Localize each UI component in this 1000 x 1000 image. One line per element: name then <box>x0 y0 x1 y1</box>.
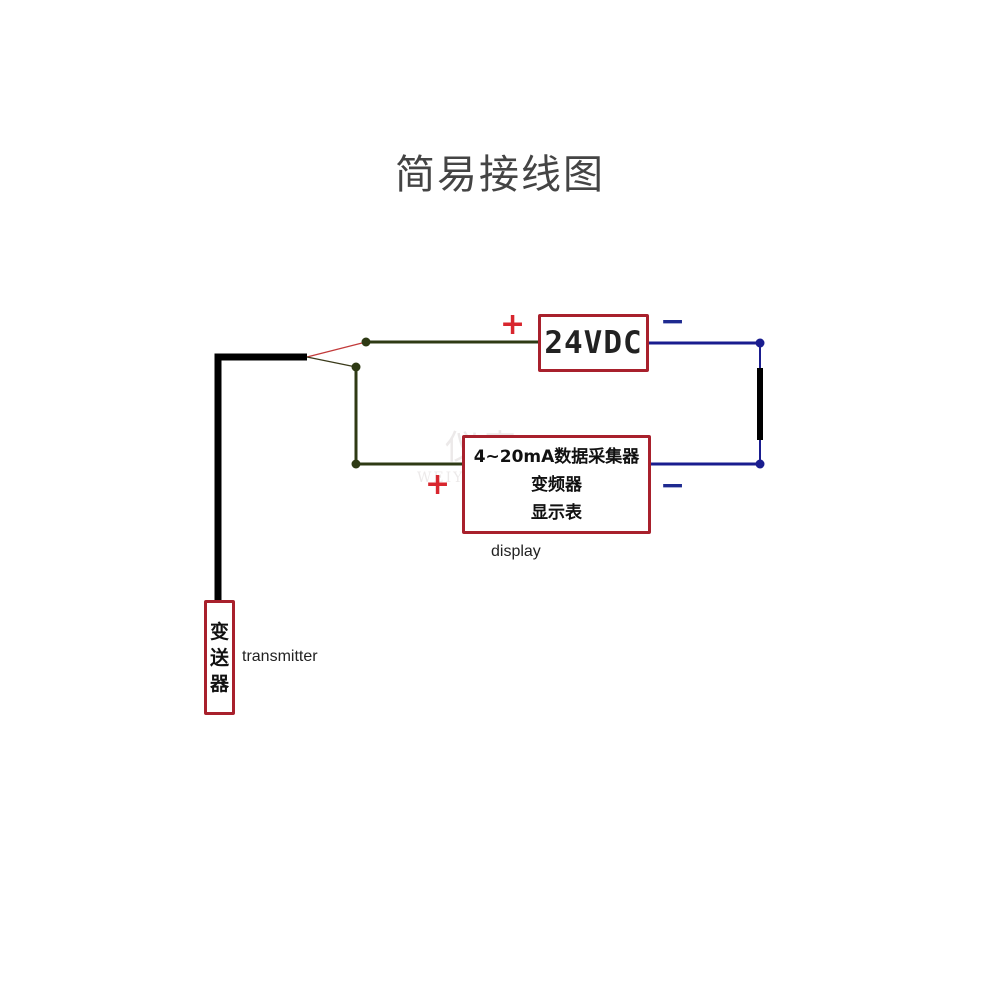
transmitter-cable <box>214 353 307 600</box>
junction-dot <box>351 362 361 372</box>
cable-split-red <box>306 341 367 358</box>
display-negative-sign: − <box>660 468 686 503</box>
transmitter-char: 送 <box>209 646 229 669</box>
diagram-title: 简易接线图 <box>395 152 605 198</box>
transmitter-char: 变 <box>209 620 229 643</box>
psu-negative-sign: − <box>660 304 686 339</box>
power-supply-label: 24VDC <box>544 325 643 361</box>
transmitter-box: 变 送 器 <box>204 600 235 715</box>
display-positive-sign: + <box>425 467 451 502</box>
wire-to-display-positive <box>354 367 462 466</box>
power-supply-box: 24VDC <box>538 314 649 372</box>
junction-dot <box>361 337 371 347</box>
junction-dot <box>755 338 765 348</box>
transmitter-caption: transmitter <box>242 648 318 665</box>
display-caption: display <box>491 543 541 560</box>
psu-positive-sign: + <box>500 307 526 342</box>
display-box: 4~20mA数据采集器 变频器 显示表 <box>462 435 651 534</box>
display-line-meter: 显示表 <box>531 502 582 523</box>
junction-dot <box>755 459 765 469</box>
junction-dot <box>351 459 361 469</box>
transmitter-char: 器 <box>209 672 229 695</box>
display-line-acquisition: 4~20mA数据采集器 <box>473 446 640 467</box>
cable-split-dark <box>306 356 357 368</box>
display-line-inverter: 变频器 <box>531 474 582 495</box>
